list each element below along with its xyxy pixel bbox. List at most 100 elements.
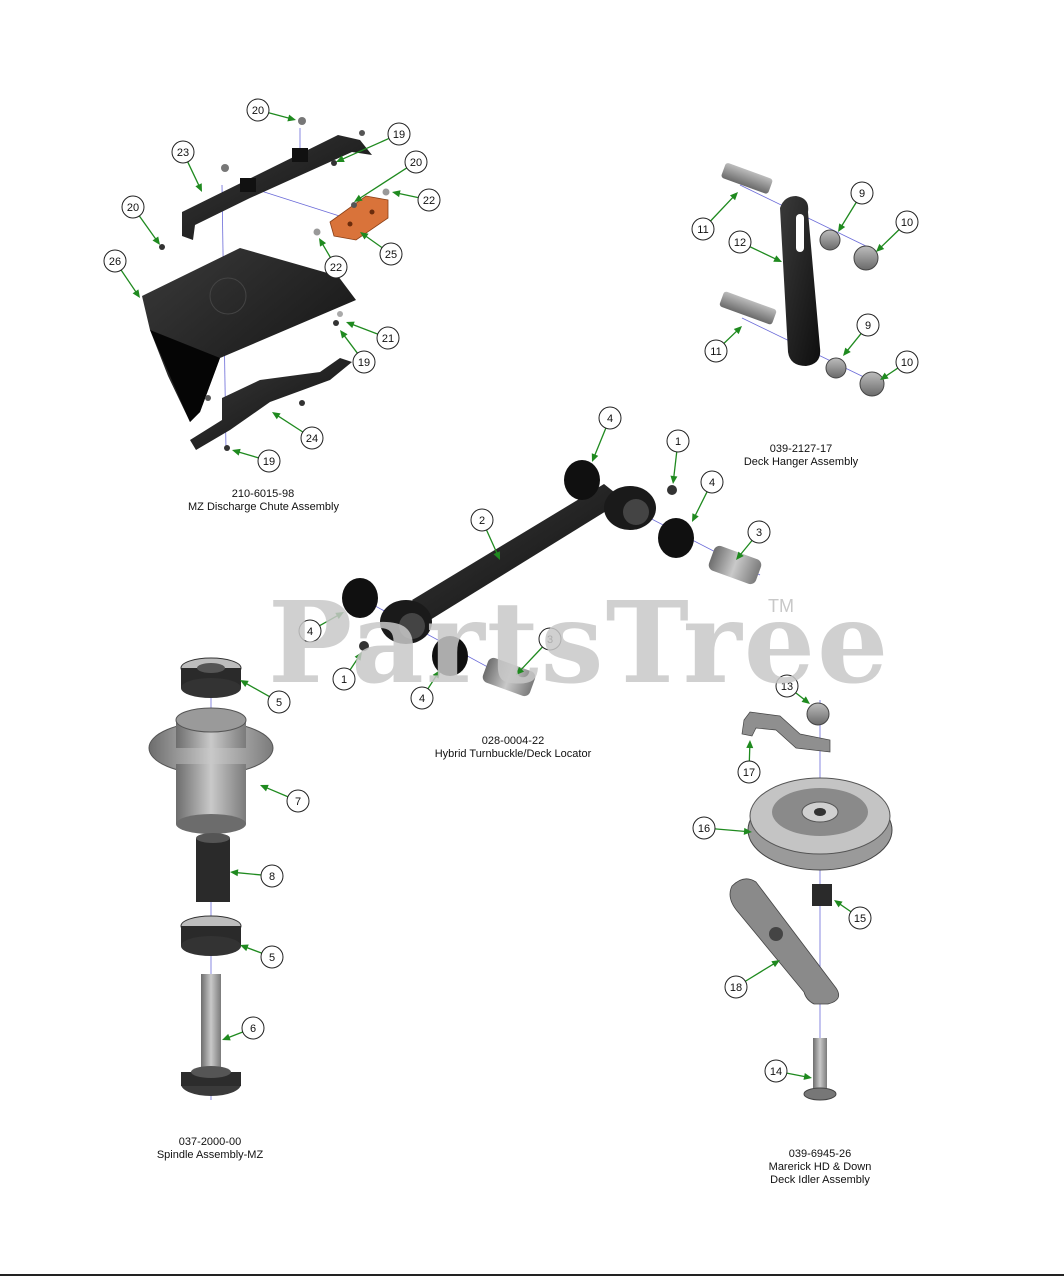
callout-circle bbox=[724, 975, 748, 999]
callout-circle bbox=[298, 619, 322, 643]
leader-line bbox=[341, 137, 390, 161]
callout-number: 10 bbox=[901, 357, 913, 369]
leader-line bbox=[321, 242, 331, 258]
callout-number: 4 bbox=[607, 413, 613, 425]
leader-arrowhead bbox=[152, 236, 160, 245]
leader-arrowhead bbox=[432, 670, 440, 679]
callout-number: 1 bbox=[675, 436, 681, 448]
callout-19: 19 bbox=[352, 350, 376, 374]
callout-number: 5 bbox=[269, 952, 275, 964]
callout-23: 23 bbox=[171, 140, 195, 164]
callout-circle bbox=[417, 188, 441, 212]
callout-13: 13 bbox=[775, 674, 799, 698]
leader-arrowhead bbox=[360, 232, 369, 240]
leader-line bbox=[397, 192, 419, 199]
callout-circle bbox=[691, 217, 715, 241]
leader-line bbox=[519, 646, 543, 672]
callout-number: 5 bbox=[276, 697, 282, 709]
leader-arrowhead bbox=[692, 513, 699, 522]
callout-number: 4 bbox=[307, 626, 313, 638]
leader-arrowhead bbox=[232, 448, 241, 456]
callout-number: 20 bbox=[127, 202, 139, 214]
idler-arm-part bbox=[729, 878, 840, 1005]
caption-assembly-name: Hybrid Turnbuckle/Deck Locator bbox=[434, 748, 592, 760]
turnbuckle-assembly bbox=[342, 460, 762, 697]
leader-line bbox=[795, 692, 806, 701]
callout-circle bbox=[103, 249, 127, 273]
callout-16: 16 bbox=[692, 816, 716, 840]
leader-arrowhead bbox=[222, 1033, 231, 1041]
caption-assembly-name: MZ Discharge Chute Assembly bbox=[188, 501, 339, 513]
callout-22: 22 bbox=[324, 255, 348, 279]
leader-arrowhead bbox=[843, 347, 851, 356]
callout-circle bbox=[410, 686, 434, 710]
leader-line bbox=[739, 540, 753, 556]
callout-number: 2 bbox=[479, 515, 485, 527]
callout-circle bbox=[775, 674, 799, 698]
callout-circle bbox=[286, 789, 310, 813]
callout-number: 19 bbox=[358, 357, 370, 369]
callout-11: 11 bbox=[691, 217, 715, 241]
idler-assembly bbox=[729, 700, 893, 1101]
leader-line bbox=[227, 1031, 243, 1039]
caption-assembly-name-line2: Deck Idler Assembly bbox=[770, 1174, 870, 1186]
callout-20: 20 bbox=[246, 98, 270, 122]
leader-line bbox=[884, 367, 899, 378]
leader-arrowhead bbox=[230, 869, 239, 877]
turnbuckle-rod-part bbox=[412, 484, 624, 620]
leader-line bbox=[187, 161, 201, 187]
leader-arrowhead bbox=[240, 944, 249, 952]
callout-circle bbox=[257, 449, 281, 473]
caption-discharge-chute: 210-6015-98 MZ Discharge Chute Assembly bbox=[188, 488, 339, 514]
callout-circle bbox=[324, 255, 348, 279]
callout-circle bbox=[704, 339, 728, 363]
callout-26: 26 bbox=[103, 249, 127, 273]
callout-circle bbox=[470, 508, 494, 532]
leader-line bbox=[838, 902, 852, 913]
leader-line bbox=[749, 246, 777, 261]
caption-deck-hanger: 039-2127-17 Deck Hanger Assembly bbox=[726, 443, 876, 469]
leader-arrowhead bbox=[272, 412, 281, 420]
callout-21: 21 bbox=[376, 326, 400, 350]
leader-arrowhead bbox=[260, 784, 269, 792]
leader-line bbox=[319, 614, 340, 627]
leader-arrowhead bbox=[516, 666, 525, 675]
callout-number: 9 bbox=[865, 320, 871, 332]
callout-number: 15 bbox=[854, 913, 866, 925]
callout-17: 17 bbox=[737, 760, 761, 784]
leader-line bbox=[343, 334, 358, 354]
leader-line bbox=[710, 195, 735, 222]
leader-line bbox=[723, 329, 739, 344]
callout-circle bbox=[895, 350, 919, 374]
callout-8: 8 bbox=[260, 864, 284, 888]
bottom-rule bbox=[0, 1274, 1064, 1276]
callout-number: 9 bbox=[859, 188, 865, 200]
leader-arrowhead bbox=[876, 243, 885, 252]
callout-circle bbox=[300, 426, 324, 450]
callout-24: 24 bbox=[300, 426, 324, 450]
callout-number: 26 bbox=[109, 256, 121, 268]
caption-part-number: 039-6945-26 bbox=[788, 1148, 852, 1160]
callout-circle bbox=[598, 406, 622, 430]
callout-18: 18 bbox=[724, 975, 748, 999]
lower-plate-part bbox=[190, 358, 352, 450]
callout-number: 17 bbox=[743, 767, 755, 779]
leader-arrowhead bbox=[493, 551, 500, 560]
upper-bracket-part bbox=[182, 135, 372, 240]
callout-3: 3 bbox=[747, 520, 771, 544]
callout-number: 3 bbox=[756, 527, 762, 539]
leader-arrowhead bbox=[733, 326, 742, 335]
leader-arrowhead bbox=[336, 155, 345, 162]
leader-line bbox=[714, 828, 747, 833]
leader-arrowhead bbox=[240, 680, 249, 687]
callout-circle bbox=[246, 98, 270, 122]
callout-4: 4 bbox=[700, 470, 724, 494]
hanger-link-part bbox=[780, 196, 821, 366]
callout-number: 10 bbox=[901, 217, 913, 229]
callout-number: 18 bbox=[730, 982, 742, 994]
callout-number: 23 bbox=[177, 147, 189, 159]
leader-line bbox=[427, 674, 438, 690]
leader-line bbox=[265, 786, 289, 798]
callout-number: 1 bbox=[341, 674, 347, 686]
callout-number: 7 bbox=[295, 796, 301, 808]
